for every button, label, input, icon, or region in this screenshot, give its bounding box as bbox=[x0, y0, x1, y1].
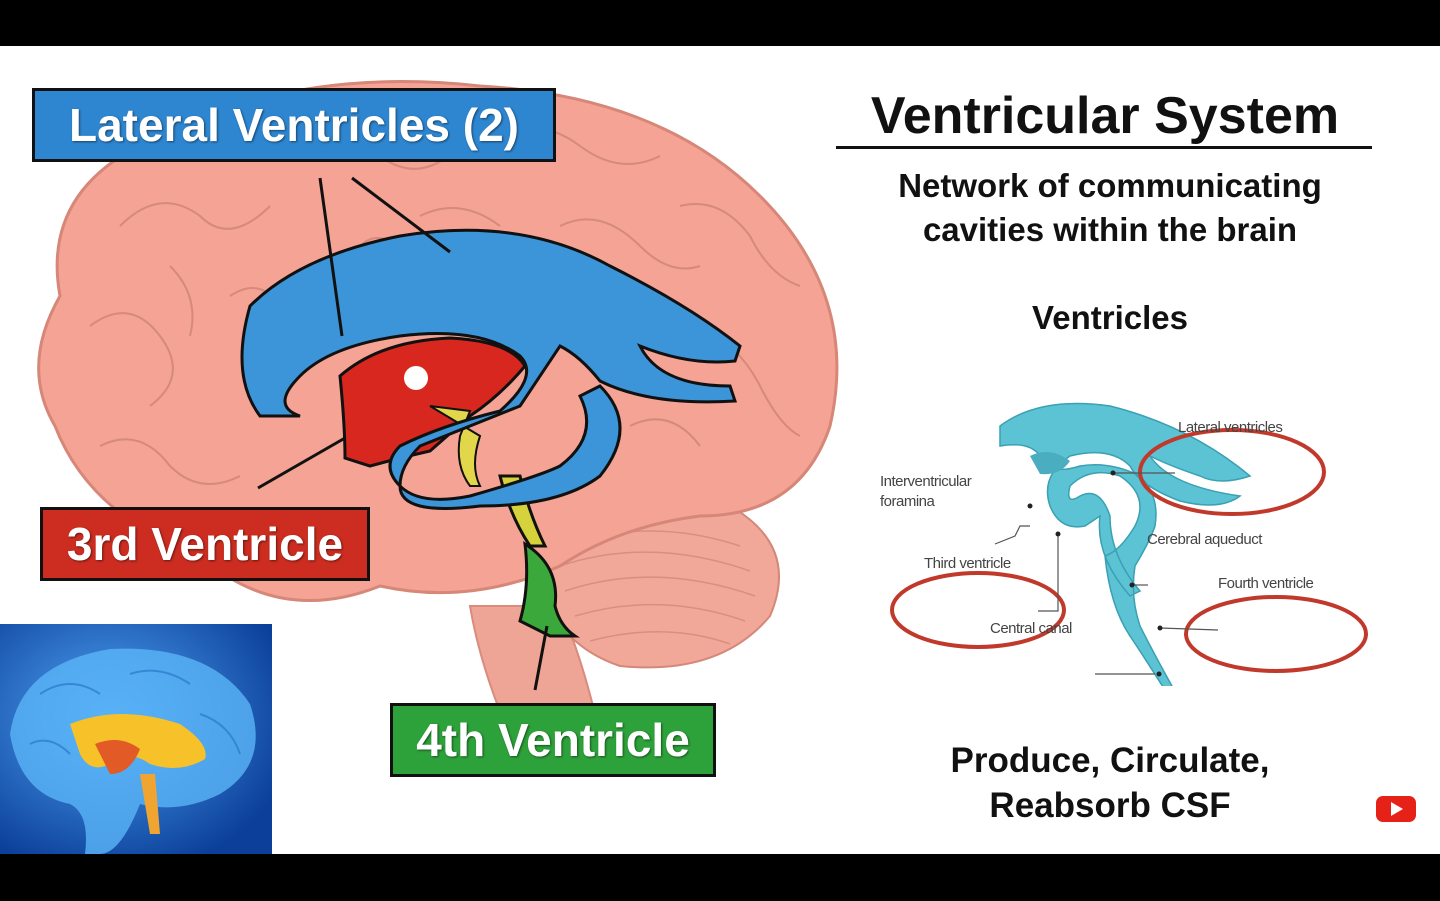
mini-label-central-canal: Central canal bbox=[990, 620, 1072, 637]
subtitle-line-1: Network of communicating bbox=[898, 167, 1322, 204]
youtube-logo-icon[interactable] bbox=[1374, 792, 1418, 826]
mini-label-interventricular-line-1: Interventricular bbox=[880, 473, 972, 490]
mini-label-interventricular-line-2: foramina bbox=[880, 493, 935, 510]
mini-label-fourth-ventricle: Fourth ventricle bbox=[1218, 575, 1314, 592]
label-fourth-ventricle: 4th Ventricle bbox=[390, 703, 716, 777]
footer-line-1: Produce, Circulate, bbox=[950, 741, 1270, 780]
subtitle-line-2: cavities within the brain bbox=[922, 211, 1298, 248]
slide-subtitle: Network of communicating cavities within… bbox=[820, 164, 1400, 252]
brain-inset-image bbox=[0, 624, 272, 854]
mini-label-lateral-ventricles: Lateral ventricles bbox=[1178, 419, 1283, 436]
slide-footer: Produce, Circulate, Reabsorb CSF bbox=[880, 738, 1340, 828]
slide: Lateral Ventricles (2) 3rd Ventricle 4th… bbox=[0, 46, 1440, 854]
title-underline bbox=[836, 146, 1372, 149]
footer-line-2: Reabsorb CSF bbox=[989, 786, 1231, 825]
ventricles-heading: Ventricles bbox=[1032, 299, 1188, 336]
mini-ventricle-diagram bbox=[890, 402, 1368, 686]
mini-label-cerebral-aqueduct: Cerebral aqueduct bbox=[1147, 531, 1262, 548]
mini-label-third-ventricle: Third ventricle bbox=[924, 555, 1011, 572]
brain-illustration bbox=[37, 80, 839, 737]
mini-label-interventricular-foramina: Interventricular foramina bbox=[880, 472, 972, 512]
slide-title: Ventricular System bbox=[870, 87, 1340, 145]
label-third-ventricle: 3rd Ventricle bbox=[40, 507, 370, 581]
label-lateral-ventricles: Lateral Ventricles (2) bbox=[32, 88, 556, 162]
